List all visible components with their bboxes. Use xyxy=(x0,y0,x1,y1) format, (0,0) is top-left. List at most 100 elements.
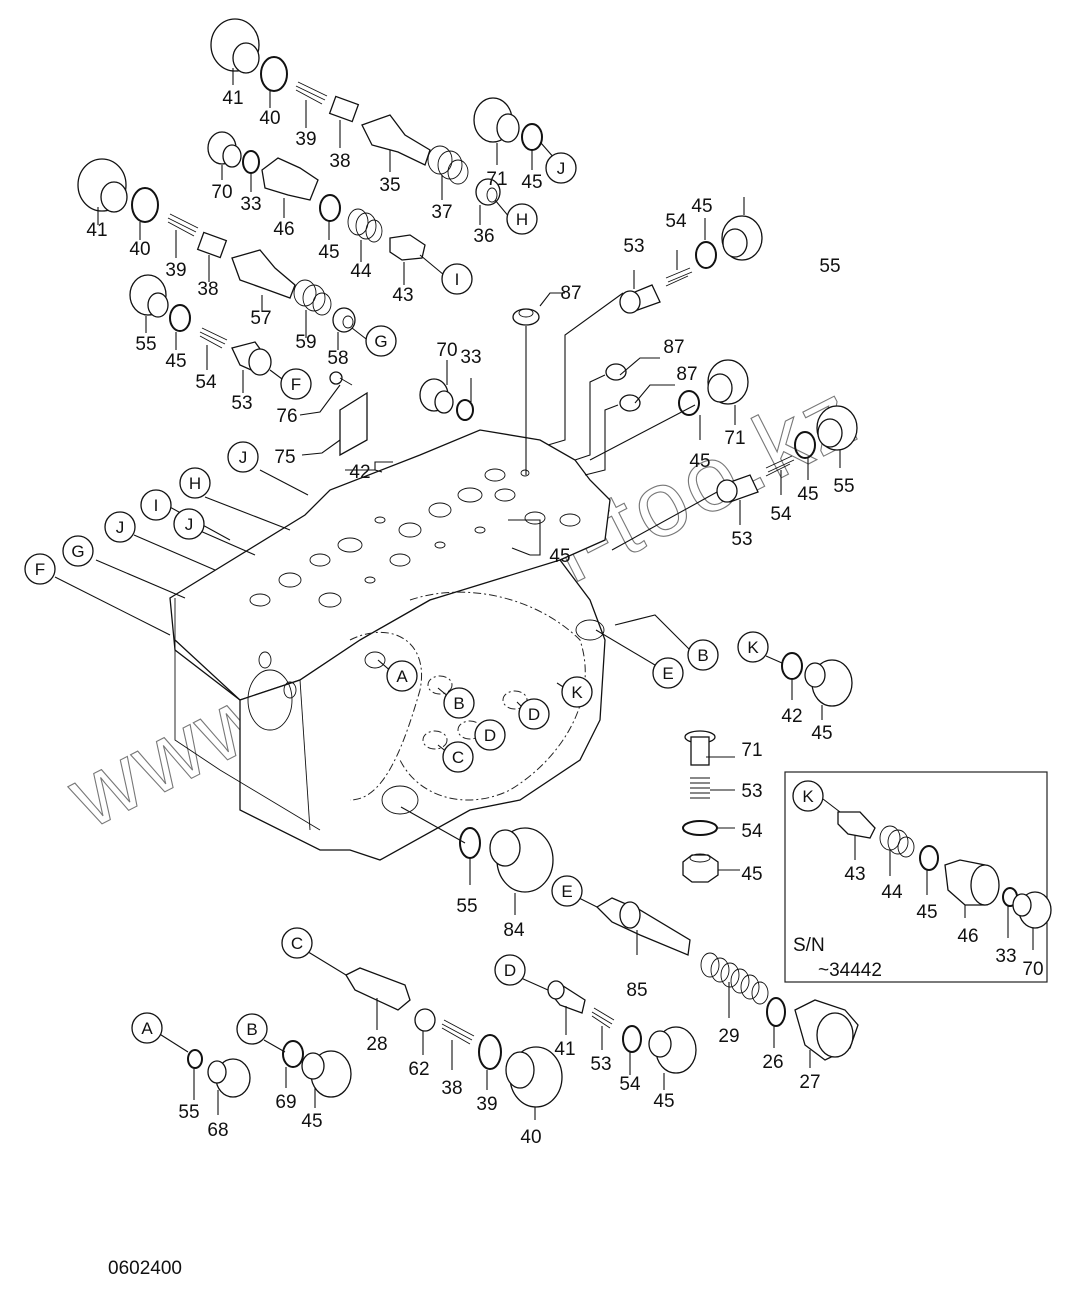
part-number-label: 59 xyxy=(295,332,316,353)
o-ring-45-K xyxy=(781,652,803,680)
callout-circle xyxy=(281,927,313,959)
callout-circle xyxy=(561,676,593,708)
plug-55-right-mid xyxy=(816,405,858,451)
spool-assembly-row1 xyxy=(210,18,543,206)
part-number-label: 54 xyxy=(665,211,687,232)
drawing-number: 0602400 xyxy=(108,1258,182,1279)
part-number-label: 87 xyxy=(676,364,697,385)
body-ports xyxy=(247,468,605,815)
plug-87-upper xyxy=(512,308,540,326)
callout-j: J xyxy=(104,511,136,543)
o-ring-45-row2 xyxy=(319,194,341,222)
spool-29 xyxy=(595,897,691,956)
plug-55-left xyxy=(129,274,169,318)
callout-letter: A xyxy=(141,1019,153,1038)
callout-circle xyxy=(474,719,506,751)
callout-circle xyxy=(687,639,719,671)
callout-letter: C xyxy=(291,934,303,953)
callout-letter: H xyxy=(516,210,528,229)
callout-circle xyxy=(442,741,474,773)
housing-46 xyxy=(261,157,319,201)
callout-letter: D xyxy=(484,726,496,745)
callout-b: B xyxy=(687,639,719,671)
callout-letter: K xyxy=(571,683,583,702)
poppet-43 xyxy=(389,234,426,261)
part-number-label: 28 xyxy=(366,1034,387,1055)
o-ring-45-left xyxy=(169,304,191,332)
callout-circle xyxy=(443,687,475,719)
plug-87-middle xyxy=(605,363,627,381)
callout-letter: E xyxy=(662,664,673,683)
plug-70-upper xyxy=(207,131,242,168)
plug-assembly-K xyxy=(781,652,853,707)
part-number-label: 75 xyxy=(274,447,295,468)
poppet-53-right-upper xyxy=(619,284,661,314)
relief-assembly-left xyxy=(129,274,641,457)
part-number-label: 54 xyxy=(770,504,792,525)
poppet-53-right-mid xyxy=(716,474,759,503)
callout-circle xyxy=(652,657,684,689)
part-number-label: 39 xyxy=(476,1094,497,1115)
inset-serial-range: S/N ~34442 xyxy=(784,771,1052,983)
part-number-label: 45 xyxy=(797,484,818,505)
part-number-label: 35 xyxy=(379,175,400,196)
callout-circle xyxy=(104,511,136,543)
plug-71-B xyxy=(301,1050,352,1098)
callout-circle xyxy=(280,368,312,400)
o-ring-27 xyxy=(766,997,786,1027)
part-number-label: 27 xyxy=(799,1072,820,1093)
callout-g: G xyxy=(62,535,94,567)
callout-j: J xyxy=(545,152,577,184)
callout-circle xyxy=(551,875,583,907)
inset-part-number-label: 70 xyxy=(1022,959,1043,980)
o-ring-45-lower xyxy=(622,1025,642,1053)
callout-letter: J xyxy=(557,159,566,178)
inset-part-number-label: 44 xyxy=(881,882,903,903)
inset-plug-70 xyxy=(1012,891,1052,929)
part-number-label: 53 xyxy=(590,1054,611,1075)
part-number-label: 53 xyxy=(741,781,762,802)
callout-letter: C xyxy=(452,748,464,767)
spring-54-lower xyxy=(591,1007,615,1029)
callout-d: D xyxy=(474,719,506,751)
seat-38-lower xyxy=(414,1008,436,1032)
o-ring-45-right-mid2 xyxy=(794,431,816,459)
part-number-label: 58 xyxy=(327,348,348,369)
spring-54-right-mid xyxy=(765,455,795,477)
poppet-53-vertical xyxy=(684,730,716,766)
valve-body xyxy=(169,429,611,861)
o-ring-45-top xyxy=(521,123,543,151)
part-number-label: 36 xyxy=(473,226,494,247)
part-number-label: 40 xyxy=(129,239,150,260)
part-number-label: 39 xyxy=(295,129,316,150)
callout-letter: B xyxy=(246,1020,257,1039)
plug-71-right-mid xyxy=(707,359,749,405)
plug-28 xyxy=(794,999,859,1061)
leader-lines xyxy=(54,68,1034,1120)
part-number-label: 26 xyxy=(762,1052,783,1073)
plug-85 xyxy=(489,827,554,893)
callout-letter: J xyxy=(239,448,248,467)
part-number-label: 29 xyxy=(718,1026,739,1047)
part-number-label: 42 xyxy=(781,706,802,727)
o-ring-33-body xyxy=(456,399,474,421)
callout-i: I xyxy=(140,489,172,521)
spring-54-vertical xyxy=(690,777,710,799)
callout-letter: H xyxy=(189,474,201,493)
part-number-label: 87 xyxy=(663,337,684,358)
part-number-label: 55 xyxy=(178,1102,199,1123)
callout-circle xyxy=(792,780,824,812)
plug-41-lower xyxy=(505,1046,563,1108)
o-ring-84 xyxy=(459,827,481,859)
part-number-label: 55 xyxy=(456,896,477,917)
relief-stack-vertical xyxy=(682,730,719,883)
callout-g: G xyxy=(365,325,397,357)
part-number-label: 44 xyxy=(350,261,372,282)
callout-f: F xyxy=(24,553,56,585)
o-ring-68 xyxy=(187,1049,203,1069)
inset-callout-k: K xyxy=(792,780,824,812)
part-number-label: 71 xyxy=(486,169,507,190)
part-number-label: 45 xyxy=(741,864,762,885)
part-number-label: 53 xyxy=(731,529,752,550)
sleeve-58 xyxy=(332,307,356,333)
